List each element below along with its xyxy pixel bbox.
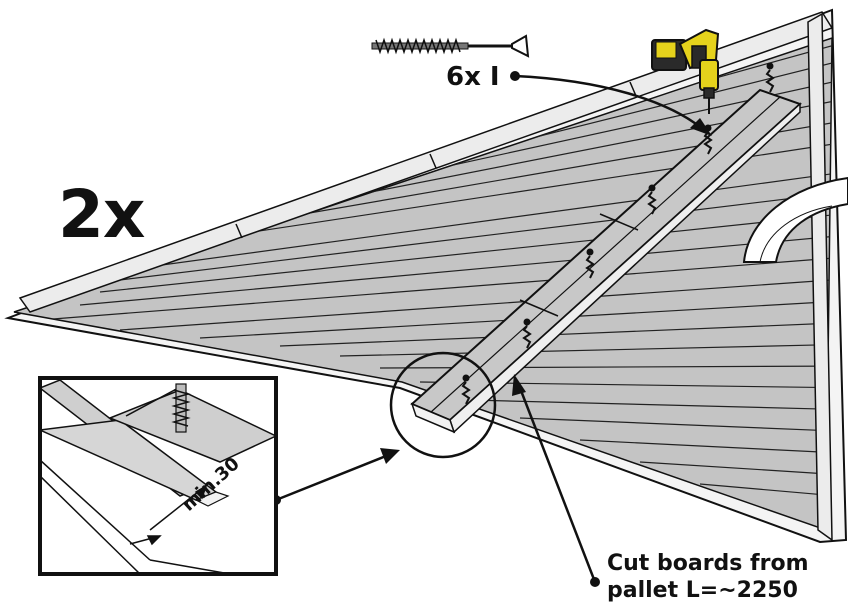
rotate-arrow-icon: [742, 176, 848, 263]
batten-boards: [410, 88, 802, 434]
screw-mark-4: [647, 184, 657, 215]
gable-panel: [4, 8, 848, 544]
screw-mark-1: [461, 374, 471, 405]
quantity-label: 2x: [58, 176, 145, 253]
dimension-marker: [129, 483, 209, 546]
cut-note-arrow: [512, 374, 600, 587]
detail-focus-circle: [389, 351, 497, 459]
drill-icon: [651, 28, 720, 114]
screw-mark-3: [585, 248, 595, 279]
screw-mark-6: [765, 62, 775, 93]
detail-pointer-arrow: [271, 448, 400, 505]
screw-quantity-label: 6x I: [446, 62, 500, 92]
cut-note-line-1: Cut boards from: [607, 551, 809, 576]
cut-note-line-2: pallet L=~2250: [607, 578, 798, 603]
screw-pointer-arrow: [510, 71, 712, 136]
screw-mark-2: [522, 318, 532, 349]
screw-icon: [371, 34, 530, 58]
detail-inset: [38, 376, 278, 576]
inset-screw-icon: [171, 383, 191, 433]
